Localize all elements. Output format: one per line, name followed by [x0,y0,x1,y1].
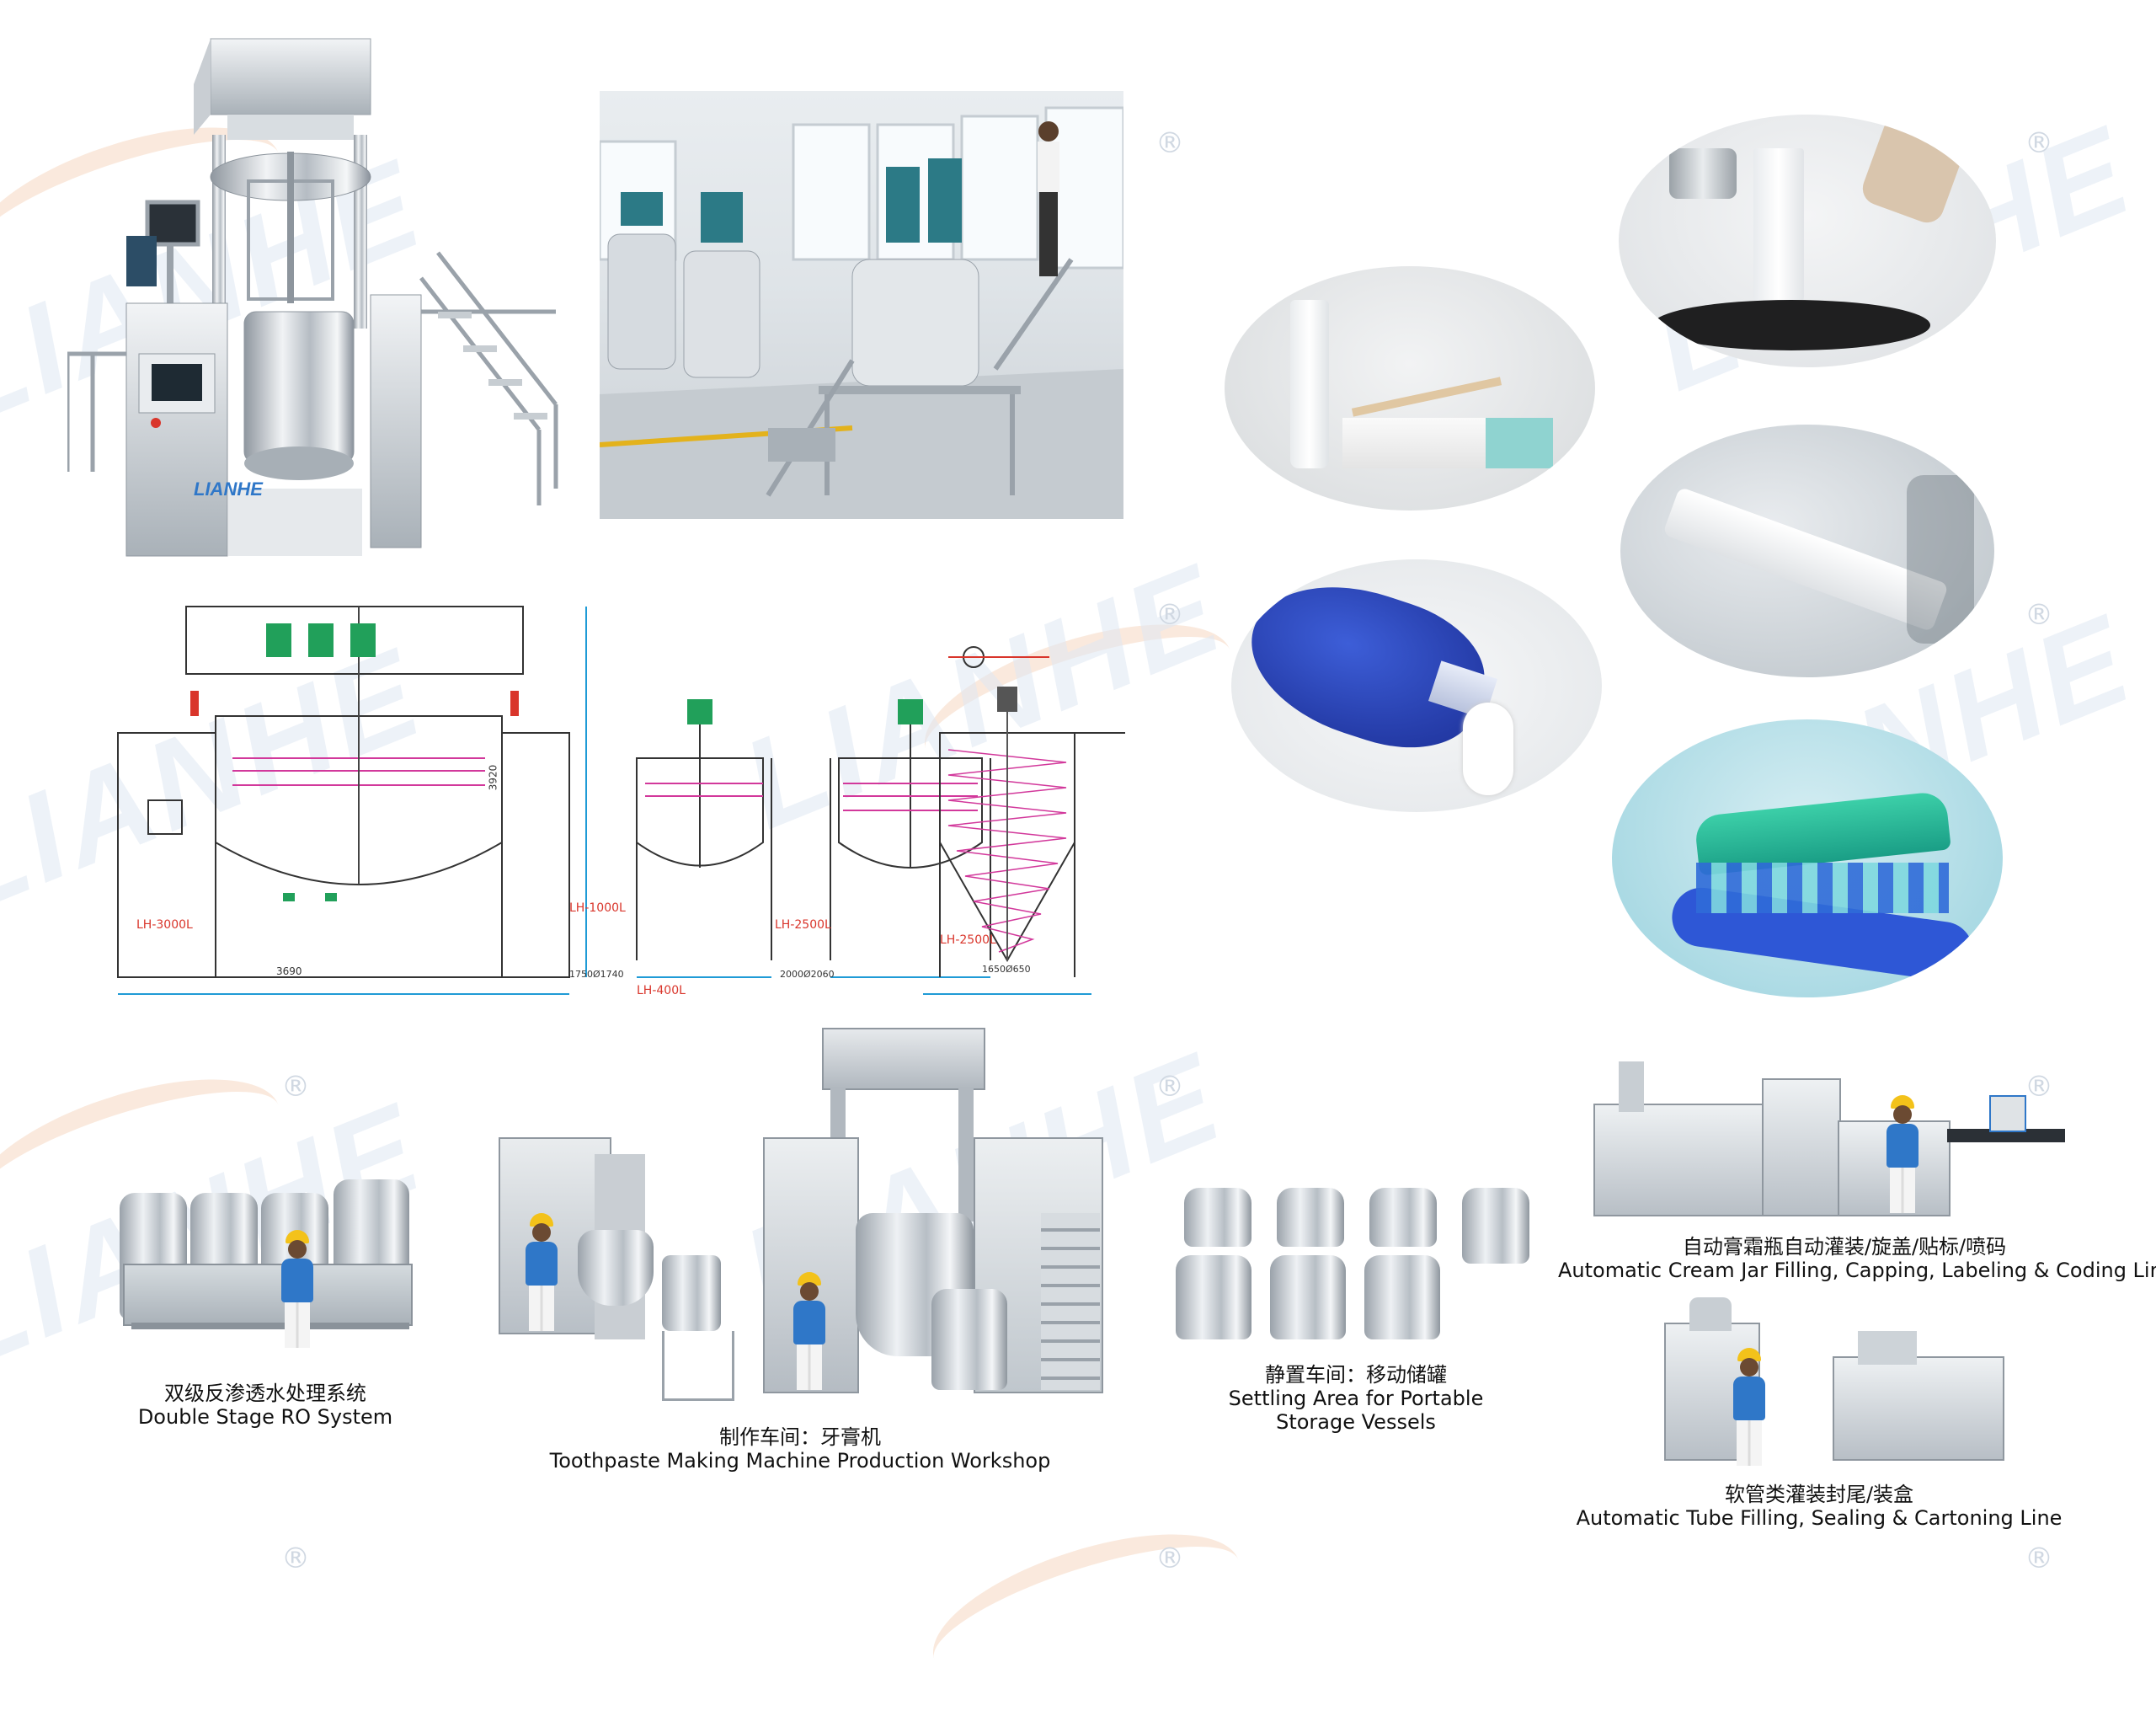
drawing-dim-2000: 2000Ø2060 [780,969,835,980]
registered-mark: ® [1155,1542,1184,1575]
drawing-label-lh1000: LH-1000L [569,901,626,915]
tube-icon [1753,148,1804,308]
cream-line-caption: 自动膏霜瓶自动灌装/旋盖/贴标/喷码 Automatic Cream Jar F… [1558,1235,2156,1282]
cream-line-caption-en: Automatic Cream Jar Filling, Capping, La… [1558,1259,2156,1282]
ro-caption: 双级反渗透水处理系统 Double Stage RO System [101,1382,430,1429]
ro-caption-zh: 双级反渗透水处理系统 [164,1382,366,1405]
tank-dimension-drawing [117,606,1125,995]
worker-figure [522,1213,561,1331]
towel-icon [1858,115,1969,227]
tube-line-caption-en: Automatic Tube Filling, Sealing & Carton… [1576,1506,2063,1530]
workshop-caption-en: Toothpaste Making Machine Production Wor… [549,1449,1051,1473]
homogenizer-illustration [65,38,558,557]
drawing-label-lh2500a: LH-2500L [775,918,831,932]
worker-figure [790,1272,829,1390]
settling-caption: 静置车间：移动储罐 Settling Area for Portable Sto… [1196,1363,1516,1434]
technical-drawing: LH-3000L LH-1000L LH-2500L LH-2500L LH-4… [115,590,1125,1011]
drawing-label-lh3000: LH-3000L [136,918,193,932]
cone-tank-drawing [923,646,1091,995]
registered-mark: ® [1155,598,1184,632]
drawing-dim-3690: 3690 [276,965,302,977]
registered-mark: ® [2025,1542,2053,1575]
factory-photo [600,91,1123,519]
workshop-illustration [494,1028,1108,1424]
drawing-dim-1750: 1750Ø1740 [569,969,624,980]
product-photo-oval [1620,425,1994,677]
faucet-icon [1669,148,1737,199]
workshop-caption: 制作车间：牙膏机 Toothpaste Making Machine Produ… [497,1425,1103,1473]
tube-line-caption-zh: 软管类灌装封尾/装盒 [1724,1483,1914,1506]
tube-filling-line-illustration [1664,1297,2004,1466]
workshop-caption-zh: 制作车间：牙膏机 [719,1425,881,1449]
registered-mark: ® [2025,598,2053,632]
registered-mark: ® [1155,126,1184,160]
ro-caption-en: Double Stage RO System [137,1405,393,1429]
vacuum-homogenizer-machine: LIANHE [65,34,573,573]
blue-tube-icon [1231,559,1501,770]
registered-mark: ® [281,1542,310,1575]
settling-caption-en-1: Settling Area for Portable [1228,1387,1484,1410]
toothpaste-squeeze [1463,703,1513,795]
settling-vessels-illustration [1176,1179,1529,1348]
cream-jar-line-illustration [1593,1053,2065,1222]
drawing-label-lh2500b: LH-2500L [940,933,996,947]
drawing-label-lh400: LH-400L [637,984,686,997]
watermark-swoosh [915,1503,1257,1716]
cream-line-caption-zh: 自动膏霜瓶自动灌装/旋盖/贴标/喷码 [1682,1235,2007,1259]
product-photo-oval [1619,115,1996,367]
settling-caption-en-2: Storage Vessels [1276,1410,1436,1434]
worker-figure [1883,1095,1922,1213]
tube-icon [1290,300,1329,468]
registered-mark: ® [2025,1070,2053,1104]
registered-mark: ® [2025,126,2053,160]
registered-mark: ® [1155,1070,1184,1104]
product-photo-oval [1612,719,2003,997]
factory-scene [600,106,1123,519]
toothbrush-icon [1351,377,1502,417]
worker-figure [278,1230,317,1348]
product-photo-oval [1231,559,1602,812]
registered-mark: ® [281,1070,310,1104]
machine-logo: LIANHE [194,478,263,500]
drawing-dim-1650: 1650Ø650 [982,964,1031,975]
tube-line-caption: 软管类灌装封尾/装盒 Automatic Tube Filling, Seali… [1566,1483,2072,1530]
ro-system-illustration [106,1171,426,1348]
settling-caption-zh: 静置车间：移动储罐 [1265,1363,1447,1387]
drawing-dim-3920: 3920 [487,764,499,791]
product-photo-oval [1225,266,1595,511]
worker-figure [1730,1348,1769,1466]
tube-icon [1662,486,1950,633]
